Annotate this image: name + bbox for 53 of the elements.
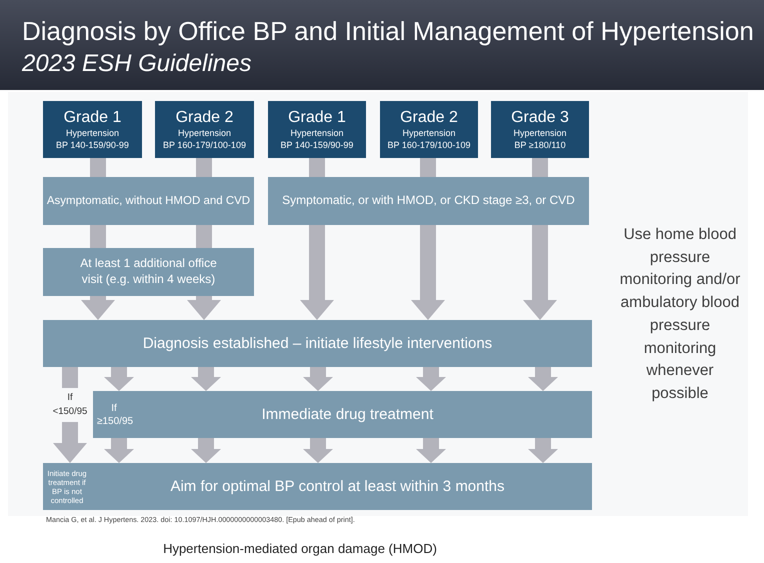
box-text: Aim for optimal BP control at least within 3 months <box>169 476 506 496</box>
grade-box <box>380 101 478 158</box>
process-box <box>43 248 254 296</box>
grade-detail: BP 140-159/90-99 <box>56 139 129 151</box>
grade-heading: Grade 2 <box>400 108 458 127</box>
edge-label: If <150/95 <box>50 388 90 422</box>
arrow <box>300 225 334 320</box>
box-text: Asymptomatic, without HMOD and CVD <box>46 194 252 208</box>
grade-detail: Hypertension <box>66 127 120 139</box>
arrow <box>303 438 333 463</box>
arrow <box>416 367 446 391</box>
arrow <box>191 438 221 463</box>
footnote: Hypertension-mediated organ damage (HMOD) <box>162 541 438 556</box>
grade-detail: BP 160-179/100-109 <box>388 139 470 151</box>
arrow <box>528 438 558 463</box>
arrow <box>191 367 221 391</box>
process-box <box>43 463 592 510</box>
grade-detail: Hypertension <box>290 127 344 139</box>
process-box <box>43 177 254 225</box>
box-text: At least 1 additional office visit (e.g. within 4 weeks) <box>79 256 218 288</box>
arrow <box>523 225 557 320</box>
grade-detail: Hypertension <box>513 127 567 139</box>
grade-detail: Hypertension <box>178 127 232 139</box>
arrow <box>81 296 115 320</box>
title: Diagnosis by Office BP and Initial Management of Hypertension <box>22 16 754 47</box>
box-text: Symptomatic, or with HMOD, or CKD stage ≥3, or CVD <box>281 193 576 209</box>
grade-detail: BP 140-159/90-99 <box>280 139 354 151</box>
process-box <box>43 320 592 367</box>
grade-detail: Hypertension <box>402 127 456 139</box>
grade-box <box>491 101 589 158</box>
grade-heading: Grade 3 <box>511 108 569 127</box>
arrow <box>411 225 445 320</box>
box-text: Immediate drug treatment <box>260 404 434 424</box>
process-box <box>268 177 589 225</box>
side-note: Use home blood pressure monitoring and/or ambulatory blood pressure monitoring whenever possible <box>618 225 742 404</box>
arrow <box>104 438 134 463</box>
condition-note: If ≥150/95 <box>97 402 131 428</box>
grade-heading: Grade 1 <box>64 108 122 127</box>
arrow <box>104 367 134 391</box>
grade-heading: Grade 1 <box>288 108 346 127</box>
grade-box <box>268 101 366 158</box>
grade-box <box>43 101 142 158</box>
arrow <box>303 367 333 391</box>
process-box <box>93 391 592 438</box>
subtitle: 2023 ESH Guidelines <box>22 50 252 78</box>
grade-heading: Grade 2 <box>176 108 234 127</box>
arrow <box>416 438 446 463</box>
grade-detail: BP 160-179/100-109 <box>163 139 246 151</box>
grade-box <box>155 101 254 158</box>
box-text: Diagnosis established – initiate lifestyle interventions <box>142 334 494 354</box>
grade-detail: BP ≥180/110 <box>514 139 566 151</box>
arrow <box>528 367 558 391</box>
arrow <box>187 296 221 320</box>
